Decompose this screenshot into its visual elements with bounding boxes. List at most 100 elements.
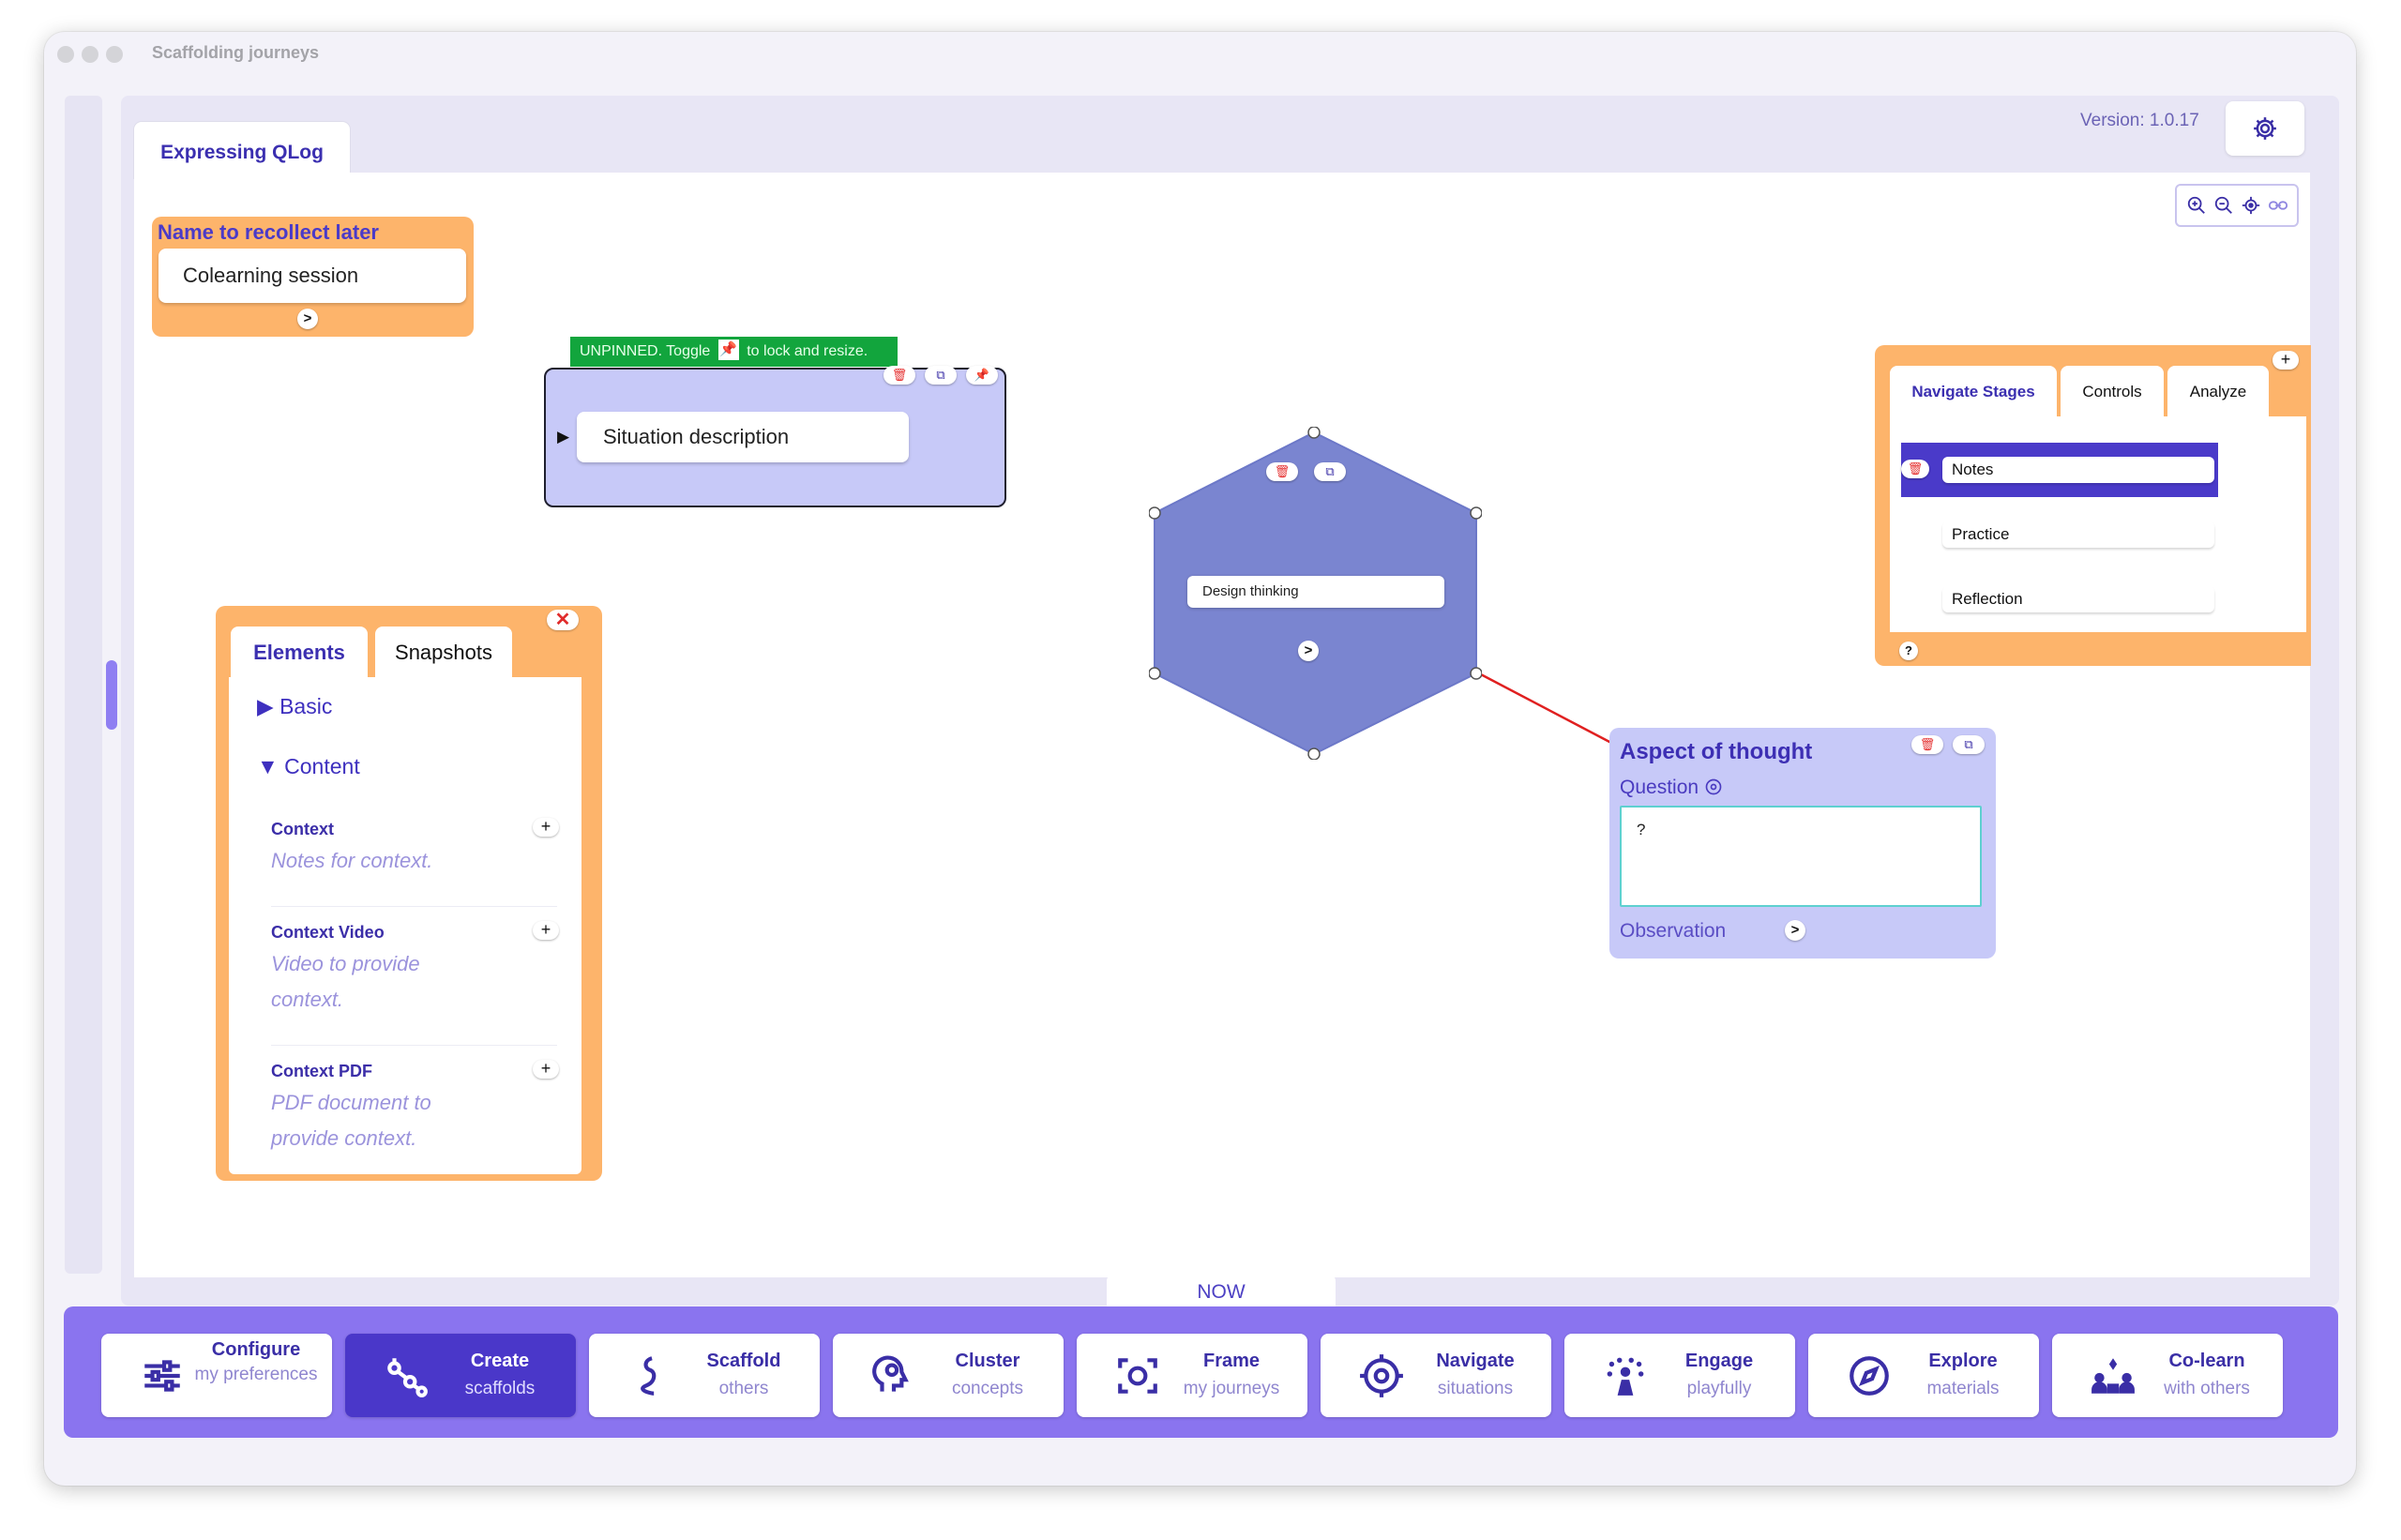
minimize-window-button[interactable]: [82, 46, 98, 63]
frame-focus-icon: [1118, 1358, 1157, 1394]
tab-analyze[interactable]: Analyze: [2167, 366, 2269, 418]
tab-elements[interactable]: Elements: [231, 627, 368, 679]
nav-colearn-button[interactable]: Co-learn with others: [2052, 1334, 2283, 1417]
settings-button[interactable]: [2226, 101, 2304, 156]
nav-title: Navigate: [1436, 1351, 1515, 1371]
add-context-button[interactable]: +: [533, 818, 559, 837]
nav-title: Create: [470, 1351, 530, 1371]
gear-icon: [2254, 117, 2276, 140]
stage-item-reflection[interactable]: Reflection: [1942, 586, 2214, 612]
aspect-delete-button[interactable]: 🗑: [1911, 735, 1943, 754]
stage-delete-button[interactable]: 🗑: [1901, 460, 1929, 478]
zoom-in-icon[interactable]: [2186, 195, 2207, 216]
resize-handle: [1149, 506, 1161, 520]
element-title: Context Video: [271, 923, 385, 942]
tab-controls[interactable]: Controls: [2061, 366, 2164, 418]
add-stage-button[interactable]: +: [2273, 351, 2299, 370]
trash-icon: 🗑: [1907, 461, 1924, 476]
nav-title: Engage: [1684, 1351, 1754, 1371]
name-card-next-button[interactable]: >: [297, 309, 318, 329]
nav-title: Co-learn: [2168, 1351, 2245, 1371]
design-thinking-input[interactable]: Design thinking: [1187, 576, 1444, 608]
question-textarea[interactable]: ?: [1620, 806, 1982, 907]
now-tab[interactable]: NOW: [1107, 1274, 1336, 1307]
name-card[interactable]: Name to recollect later Colearning sessi…: [152, 217, 474, 337]
expand-icon[interactable]: ▶: [557, 428, 570, 445]
situation-copy-button[interactable]: ⧉: [925, 366, 957, 385]
observation-label: Observation: [1620, 920, 1727, 942]
section-basic[interactable]: ▶ Basic: [257, 694, 333, 718]
element-item-context[interactable]: Context Notes for context.: [271, 820, 552, 879]
element-desc: Notes for context.: [271, 849, 433, 872]
add-context-video-button[interactable]: +: [533, 921, 559, 940]
name-card-label: Name to recollect later: [158, 220, 379, 244]
elements-close-button[interactable]: ✕: [547, 610, 579, 630]
squiggle-icon: [641, 1356, 657, 1396]
left-sidebar-strip: [65, 96, 102, 1274]
add-context-pdf-button[interactable]: +: [533, 1060, 559, 1079]
head-brain-icon: [872, 1355, 909, 1392]
question-label-text: Question: [1620, 777, 1699, 798]
hexagon-delete-button[interactable]: 🗑: [1266, 462, 1298, 481]
doc-tab-expressing-qlog[interactable]: Expressing QLog: [134, 122, 350, 178]
title-bar: Scaffolding journeys: [44, 32, 2356, 75]
element-desc: Video to provide context.: [271, 952, 420, 1011]
group-icon: [2091, 1358, 2135, 1394]
nav-subtitle: with others: [2164, 1379, 2250, 1398]
navigate-stages-panel: + Navigate Stages Controls Analyze 🗑 Not…: [1875, 345, 2311, 666]
element-title: Context: [271, 820, 334, 838]
situation-card[interactable]: 🗑 ⧉ 📌 ▶ Situation description: [544, 366, 1006, 507]
nav-title: Frame: [1202, 1351, 1261, 1371]
situation-delete-button[interactable]: 🗑: [883, 366, 915, 385]
observation-next-button[interactable]: >: [1785, 920, 1805, 941]
recenter-icon[interactable]: [2241, 195, 2261, 216]
nav-frame-button[interactable]: Frame my journeys: [1077, 1334, 1307, 1417]
help-button[interactable]: ?: [1899, 642, 1918, 660]
section-content[interactable]: ▼ Content: [257, 754, 360, 778]
nav-subtitle: my journeys: [1183, 1379, 1280, 1398]
share-nodes-icon: [387, 1358, 428, 1397]
hexagon-next-button[interactable]: >: [1298, 641, 1319, 661]
situation-pin-button[interactable]: 📌: [966, 366, 998, 385]
zoom-controls: [2175, 184, 2299, 227]
element-item-context-pdf[interactable]: Context PDF PDF document to provide cont…: [271, 1062, 552, 1156]
eye-icon[interactable]: [1704, 778, 1723, 796]
close-window-button[interactable]: [57, 46, 74, 63]
zoom-window-button[interactable]: [106, 46, 123, 63]
hexagon-copy-button[interactable]: ⧉: [1314, 462, 1346, 481]
resize-handle: [1307, 747, 1321, 760]
situation-description-input[interactable]: Situation description: [577, 412, 909, 462]
copy-icon: ⧉: [1325, 464, 1335, 478]
element-item-context-video[interactable]: Context Video Video to provide context.: [271, 923, 552, 1018]
link-icon[interactable]: [2268, 195, 2288, 216]
tab-navigate-stages[interactable]: Navigate Stages: [1890, 366, 2057, 418]
resize-handle: [1470, 667, 1482, 680]
zoom-out-icon[interactable]: [2213, 195, 2234, 216]
compass-icon: [1850, 1356, 1889, 1396]
tab-snapshots[interactable]: Snapshots: [375, 627, 512, 679]
nav-navigate-button[interactable]: Navigate situations: [1321, 1334, 1551, 1417]
elements-panel: ✕ Elements Snapshots ▶ Basic ▼ Content C…: [216, 606, 602, 1181]
stage-item-notes[interactable]: Notes: [1942, 457, 2214, 483]
unpinned-banner: UNPINNED. Toggle 📌 to lock and resize.: [570, 337, 898, 367]
nav-subtitle: situations: [1437, 1379, 1514, 1398]
nav-title: Scaffold: [706, 1351, 781, 1371]
play-person-icon: [1607, 1357, 1644, 1396]
stage-item-practice[interactable]: Practice: [1942, 521, 2214, 548]
aspect-of-thought-card[interactable]: Aspect of thought 🗑 ⧉ Question ? Observa…: [1609, 728, 1996, 959]
pin-icon: 📌: [974, 368, 990, 382]
aspect-copy-button[interactable]: ⧉: [1953, 735, 1985, 754]
resize-handle: [1149, 667, 1161, 680]
version-label: Version: 1.0.17: [2080, 111, 2199, 130]
banner-suffix: to lock and resize.: [747, 343, 868, 359]
elements-list: ▶ Basic ▼ Content Context Notes for cont…: [229, 677, 581, 1174]
session-name-input[interactable]: Colearning session: [159, 249, 466, 303]
sidebar-resize-handle[interactable]: [106, 660, 117, 730]
